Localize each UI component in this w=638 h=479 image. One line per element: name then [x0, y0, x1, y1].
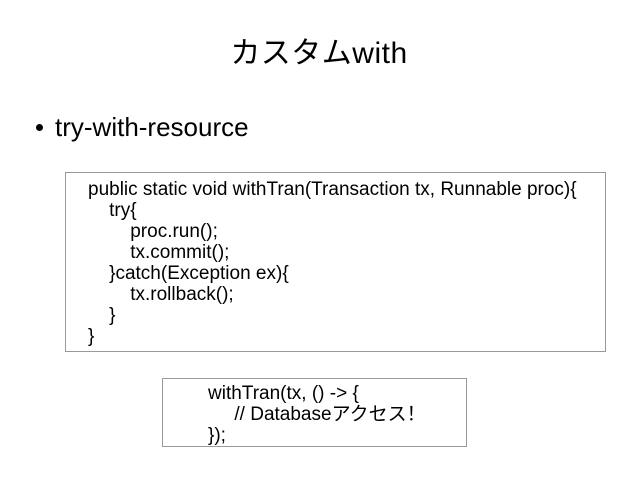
- code-line: });: [208, 425, 226, 446]
- page-title: カスタムwith: [230, 37, 408, 70]
- code-line: withTran(tx, () -> {: [208, 383, 359, 404]
- code-block-main: public static void withTran(Transaction …: [65, 172, 606, 352]
- code-line: proc.run();: [88, 221, 218, 242]
- code-line: tx.commit();: [88, 242, 230, 263]
- code-line: }: [88, 326, 95, 347]
- code-line: }catch(Exception ex){: [88, 263, 289, 284]
- code-line: }: [88, 305, 116, 326]
- bullet-text: try-with-resource: [55, 112, 249, 142]
- code-line: try{: [88, 200, 137, 221]
- code-line: public static void withTran(Transaction …: [88, 179, 577, 200]
- code-line: tx.rollback();: [88, 284, 234, 305]
- bullet-item: try-with-resource: [36, 112, 249, 142]
- bullet-marker-icon: [36, 123, 43, 131]
- code-block-usage: withTran(tx, () -> { // Databaseアクセス！ })…: [162, 378, 467, 447]
- code-line: // Databaseアクセス！: [208, 404, 426, 425]
